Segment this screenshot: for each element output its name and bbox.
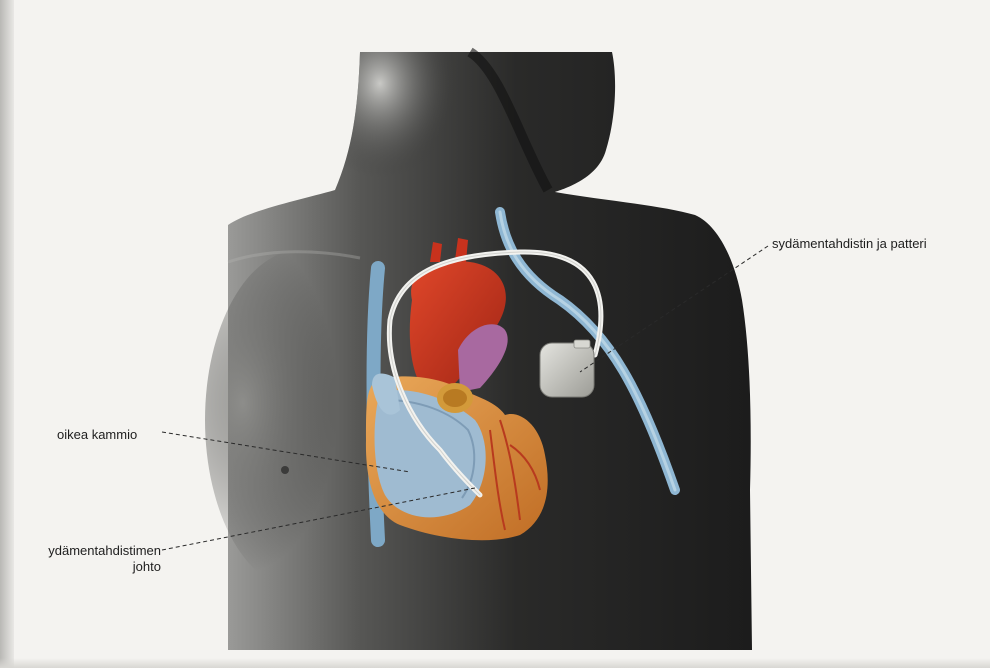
label-right-ventricle: oikea kammio <box>57 427 137 443</box>
scan-bottom-shadow <box>0 658 990 668</box>
label-pacemaker-battery: sydämentahdistin ja patteri <box>772 236 927 252</box>
label-pacemaker-lead: ydämentahdistimen johto <box>8 543 161 575</box>
label-pacemaker-lead-line2: johto <box>8 559 161 575</box>
label-pacemaker-lead-line1: ydämentahdistimen <box>8 543 161 559</box>
